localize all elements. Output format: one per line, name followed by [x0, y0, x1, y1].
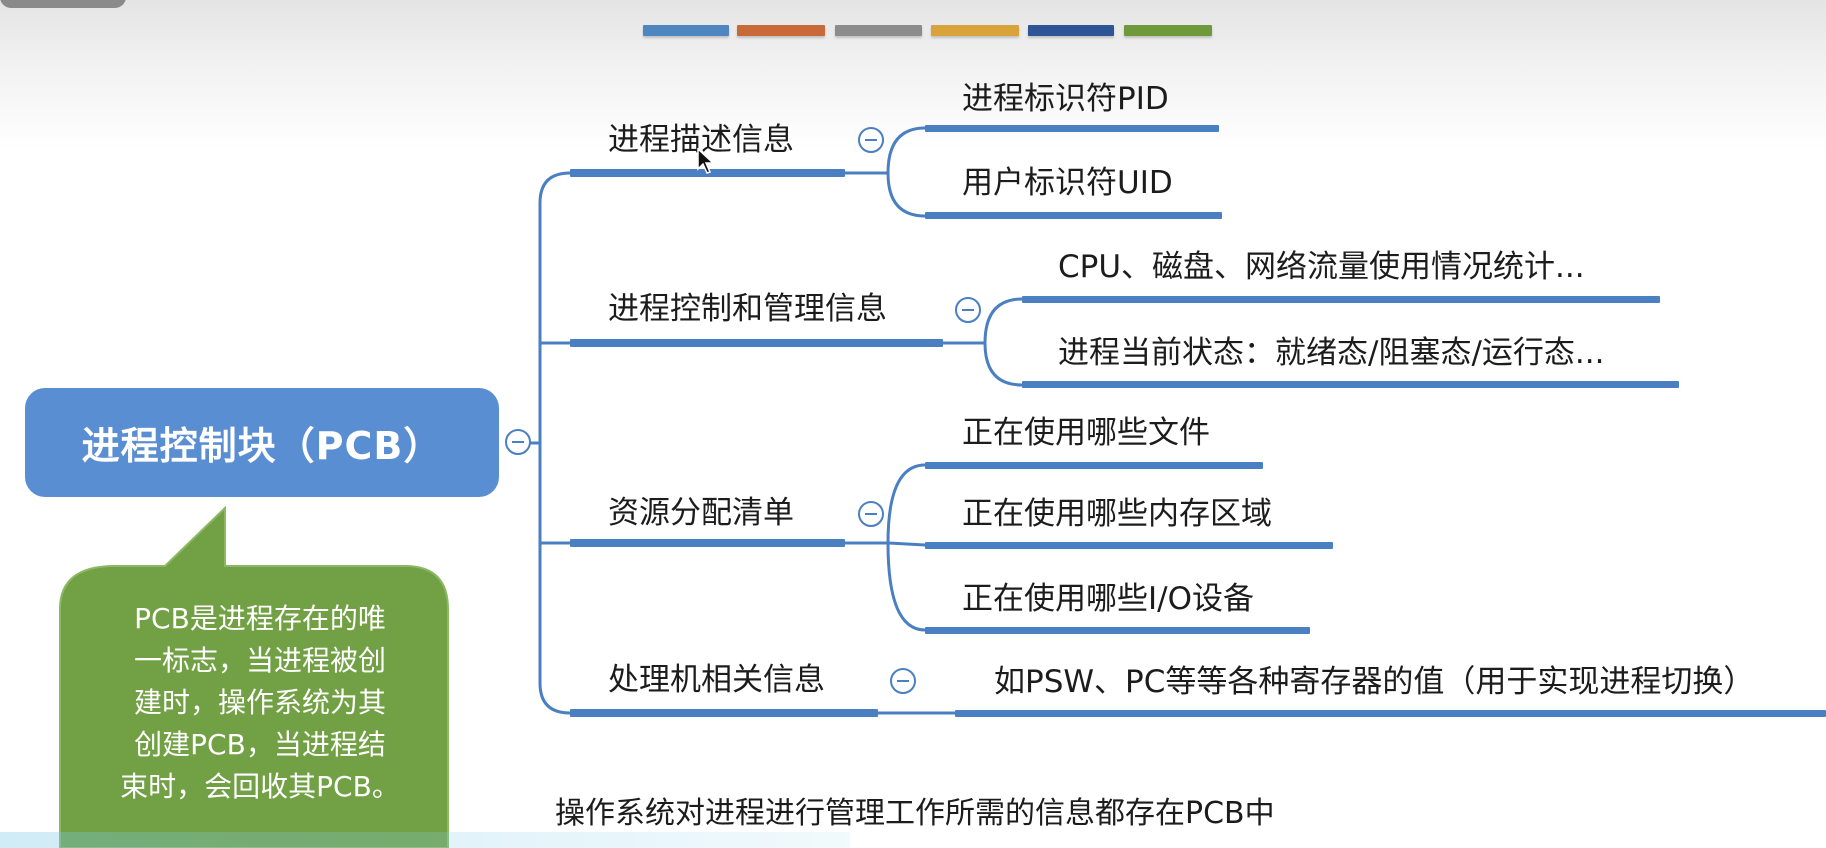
- color-stripe-2: [737, 25, 825, 36]
- callout-line-5: 束时，会回收其PCB。: [120, 770, 400, 803]
- branch-1-fan: [843, 126, 927, 218]
- branch-label-resource-list[interactable]: 资源分配清单: [608, 495, 794, 531]
- branch-label-process-control[interactable]: 进程控制和管理信息: [608, 291, 887, 327]
- leaf-label-pid[interactable]: 进程标识符PID: [962, 81, 1169, 117]
- callout-line-2: 一标志，当进程被创: [133, 644, 386, 677]
- leaf-label-memory[interactable]: 正在使用哪些内存区域: [962, 496, 1272, 532]
- leaf-2-2-underline: [1022, 381, 1679, 388]
- leaf-1-2-underline: [925, 212, 1222, 219]
- callout-line-4: 创建PCB，当进程结: [134, 728, 386, 761]
- color-stripe-5: [1028, 25, 1114, 36]
- leaf-label-process-state[interactable]: 进程当前状态：就绪态/阻塞态/运行态...: [1058, 335, 1605, 371]
- color-stripe-3: [835, 25, 922, 36]
- leaf-2-1-underline: [1022, 296, 1660, 303]
- color-stripe-1: [643, 25, 729, 36]
- callout-line-3: 建时，操作系统为其: [133, 686, 386, 719]
- callout-line-1: PCB是进程存在的唯: [134, 602, 386, 635]
- leaf-label-registers[interactable]: 如PSW、PC等等各种寄存器的值（用于实现进程切换）: [994, 664, 1755, 700]
- branch-label-processor-info[interactable]: 处理机相关信息: [608, 662, 825, 698]
- leaf-3-1-underline: [925, 462, 1263, 469]
- leaf-3-3-underline: [925, 627, 1310, 634]
- branch-2-underline: [570, 339, 943, 347]
- leaf-label-usage-stats[interactable]: CPU、磁盘、网络流量使用情况统计...: [1058, 249, 1585, 285]
- collapse-minus-icon[interactable]: [955, 297, 981, 323]
- leaf-label-files[interactable]: 正在使用哪些文件: [962, 415, 1210, 451]
- branch-2-fan: [941, 297, 1024, 387]
- collapse-minus-icon[interactable]: [890, 668, 916, 694]
- branch-4-underline: [570, 709, 878, 717]
- color-stripe-4: [931, 25, 1019, 36]
- branch-3-underline: [570, 539, 845, 547]
- bottom-edge-glow: [0, 832, 850, 848]
- callout-text: PCB是进程存在的唯 一标志，当进程被创 建时，操作系统为其 创建PCB，当进程…: [70, 598, 450, 808]
- collapse-minus-icon[interactable]: [858, 501, 884, 527]
- branch-3-fan: [843, 463, 927, 632]
- trunk-connector: [538, 171, 572, 715]
- color-stripe-6: [1124, 25, 1212, 36]
- leaf-3-2-underline: [925, 542, 1333, 549]
- root-node[interactable]: 进程控制块（PCB）: [25, 388, 499, 497]
- leaf-1-1-underline: [925, 125, 1219, 132]
- window-control-pill[interactable]: [0, 0, 126, 8]
- leaf-4-1-underline: [955, 710, 1826, 717]
- collapse-minus-icon[interactable]: [505, 429, 531, 455]
- leaf-label-io-devices[interactable]: 正在使用哪些I/O设备: [962, 581, 1254, 617]
- collapse-minus-icon[interactable]: [858, 127, 884, 153]
- mouse-pointer-icon: [697, 148, 715, 174]
- footer-note: 操作系统对进程进行管理工作所需的信息都存在PCB中: [555, 796, 1275, 831]
- leaf-label-uid[interactable]: 用户标识符UID: [962, 165, 1173, 201]
- branch-label-process-description[interactable]: 进程描述信息: [608, 122, 794, 158]
